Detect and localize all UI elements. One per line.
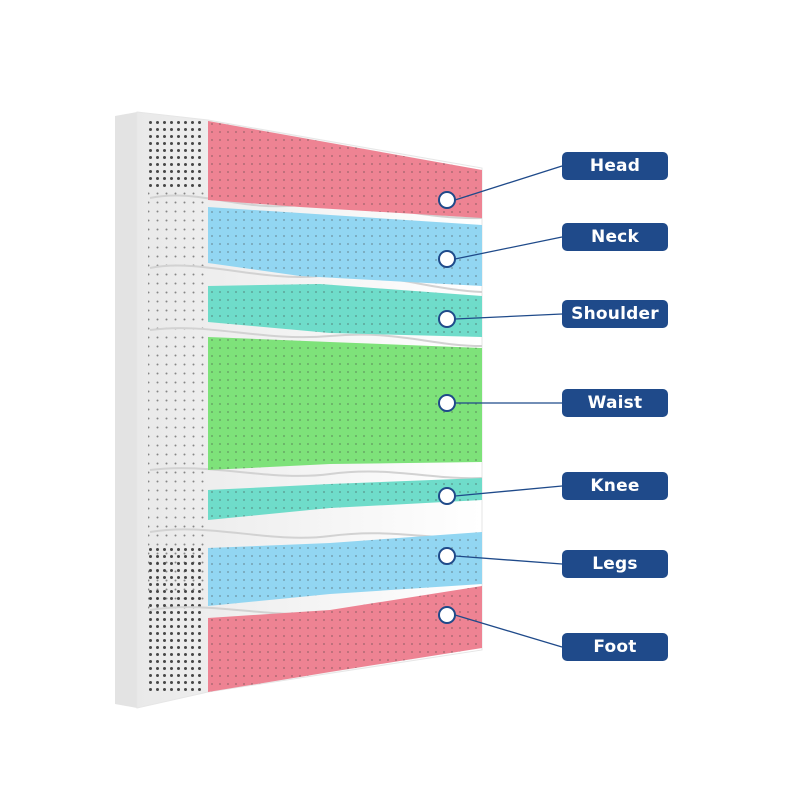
marker-legs [439,548,455,564]
mattress-texture-bottom [145,545,205,695]
label-knee: Knee [562,472,668,500]
label-head: Head [562,152,668,180]
mattress-texture-top [145,118,205,188]
label-waist: Waist [562,389,668,417]
label-legs: Legs [562,550,668,578]
label-shoulder: Shoulder [562,300,668,328]
marker-knee [439,488,455,504]
marker-neck [439,251,455,267]
marker-shoulder [439,311,455,327]
marker-foot [439,607,455,623]
marker-head [439,192,455,208]
marker-waist [439,395,455,411]
mattress-side-face [115,112,137,708]
label-neck: Neck [562,223,668,251]
label-foot: Foot [562,633,668,661]
